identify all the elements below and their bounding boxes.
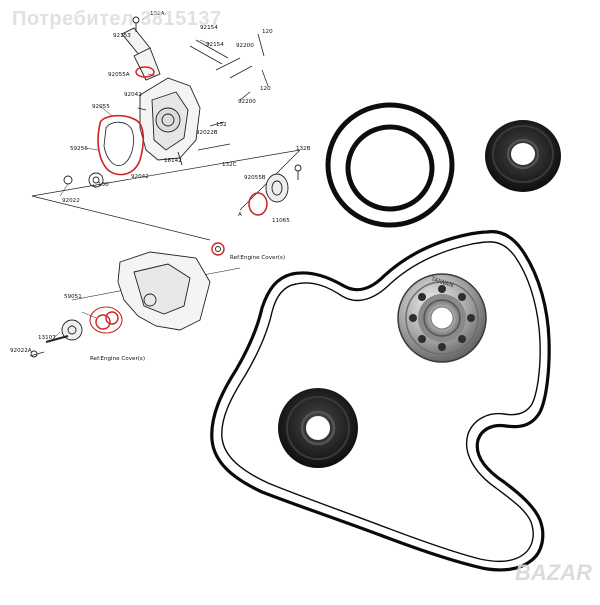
label-92055a: 92055A <box>108 72 130 78</box>
oil-seal-small <box>485 120 561 192</box>
label-92055b: 92055B <box>244 175 266 181</box>
exploded-diagram <box>29 13 302 358</box>
label-16142: 16142 <box>164 158 182 164</box>
diagram-labels: 132A 92153 92154 92154 92200 120 92055A … <box>10 11 311 362</box>
ref-engine-cover-2: Ref.Engine Cover(s) <box>90 356 145 362</box>
label-13107: 13107 <box>38 335 56 341</box>
label-92042-a: 92042 <box>124 92 142 98</box>
label-92042-b: 92042 <box>131 174 149 180</box>
label-59051: 59051 <box>64 294 82 300</box>
label-120-a: 120 <box>262 29 273 35</box>
label-132a: 132A <box>150 11 165 17</box>
label-92022a: 92022A <box>10 348 32 354</box>
label-92022: 92022 <box>62 198 80 204</box>
label-92200-a: 92200 <box>236 43 254 49</box>
label-132b: 132B <box>296 146 311 152</box>
oil-seal-large <box>278 388 358 468</box>
label-120-b: 120 <box>260 86 271 92</box>
bazar-logo: BAZAR <box>515 560 592 585</box>
label-92055: 92055 <box>92 104 110 110</box>
label-92022b: 92022B <box>196 130 218 136</box>
label-92154-top: 92154 <box>200 25 218 31</box>
label-59256: 59256 <box>70 146 88 152</box>
large-o-ring <box>325 102 455 228</box>
label-92153: 92153 <box>113 33 131 39</box>
label-11065: 11065 <box>272 218 290 224</box>
ball-bearing: TAIWAN <box>397 273 487 363</box>
label-132c: 132C <box>222 162 237 168</box>
label-132: 132 <box>216 122 227 128</box>
small-o-ring <box>345 124 435 212</box>
label-130: 130 <box>98 182 109 188</box>
ref-engine-cover-1: Ref.Engine Cover(s) <box>230 255 285 261</box>
label-92154: 92154 <box>206 42 224 48</box>
label-a: A <box>238 212 242 218</box>
water-pump-gasket <box>210 230 551 572</box>
label-92200-b: 92200 <box>238 99 256 105</box>
